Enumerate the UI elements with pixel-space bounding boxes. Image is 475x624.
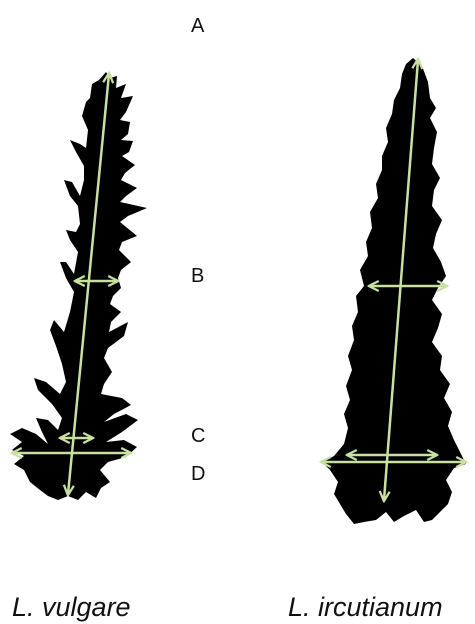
marker-b-label: B <box>191 266 204 286</box>
leaf-silhouette-vulgare <box>10 72 147 500</box>
marker-c-label: C <box>191 426 205 446</box>
species-label-ircutianum: L. ircutianum <box>288 594 443 621</box>
marker-d-label: D <box>191 464 205 484</box>
marker-a-label: A <box>191 16 204 36</box>
species-label-vulgare: L. vulgare <box>12 594 131 621</box>
